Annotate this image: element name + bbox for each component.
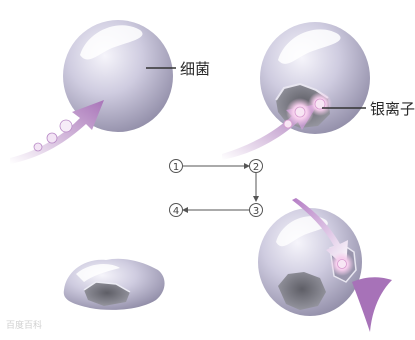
step-number-3: 3 bbox=[253, 206, 259, 217]
stage-1-bacterium: 细菌 bbox=[10, 20, 210, 164]
step-number-2: 2 bbox=[253, 162, 259, 173]
incoming-arrow-1 bbox=[10, 100, 104, 164]
silver-ion-label: 银离子 bbox=[370, 100, 415, 118]
arrowhead bbox=[253, 196, 259, 202]
ion-dot bbox=[47, 133, 57, 143]
ion-dot bbox=[34, 143, 42, 151]
stage-3-internal-damage bbox=[258, 198, 392, 332]
silver-ion bbox=[295, 107, 305, 117]
step-sequence: 1 2 3 4 bbox=[170, 160, 263, 218]
stage-2-penetration: 银离子 bbox=[222, 22, 415, 160]
step-number-4: 4 bbox=[173, 206, 179, 217]
stage-4-collapsed bbox=[64, 259, 165, 310]
exit-arrow-bottom bbox=[352, 277, 392, 332]
watermark: 百度百科 bbox=[6, 319, 42, 331]
bacterium-label: 细菌 bbox=[180, 60, 210, 78]
ion-dot bbox=[60, 120, 72, 132]
step-number-1: 1 bbox=[173, 162, 179, 173]
silver-ion bbox=[284, 120, 292, 128]
silver-ion bbox=[338, 260, 347, 269]
